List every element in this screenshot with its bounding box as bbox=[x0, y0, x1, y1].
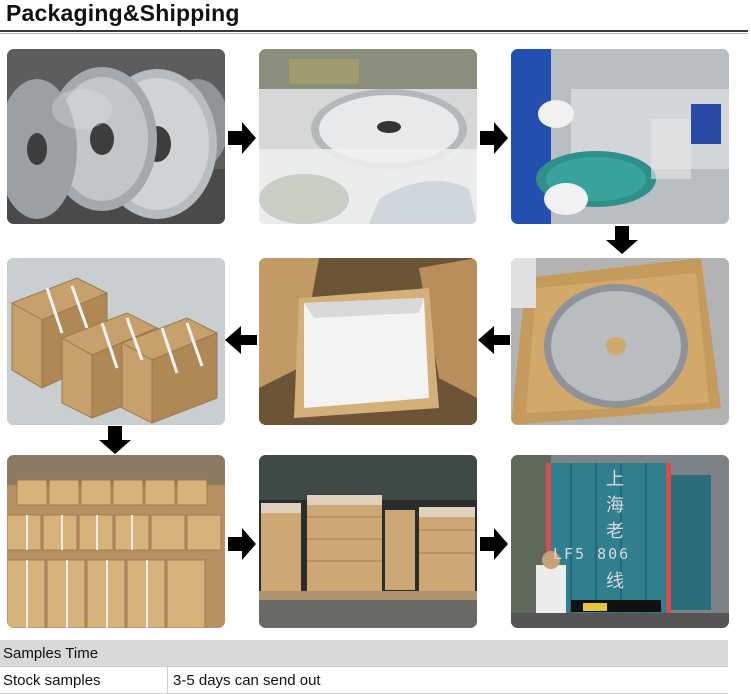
arrow-right-icon bbox=[228, 122, 256, 154]
blade-rolls-photo bbox=[7, 49, 225, 224]
container-marking-char-1: 上 bbox=[606, 469, 624, 490]
stock-samples-label: Stock samples bbox=[3, 672, 101, 689]
container-marking-code: LF5 806 bbox=[553, 545, 631, 563]
section-title: Packaging&Shipping bbox=[6, 0, 240, 26]
blade-in-carton-photo bbox=[511, 258, 729, 425]
arrow-right-icon bbox=[480, 122, 508, 154]
title-divider bbox=[0, 30, 748, 32]
table-header-label: Samples Time bbox=[3, 645, 99, 662]
table-header-row: Samples Time bbox=[0, 640, 728, 667]
container-marking-char-4: 线 bbox=[606, 571, 624, 592]
strapped-cartons-photo bbox=[7, 258, 225, 425]
arrow-down-icon bbox=[99, 426, 131, 454]
pallets-photo bbox=[259, 455, 477, 628]
blade-inspection-photo bbox=[511, 49, 729, 224]
arrow-left-icon bbox=[478, 326, 510, 354]
arrow-down-icon bbox=[606, 226, 638, 254]
container-truck-photo: 上 海 老 LF5 806 线 bbox=[511, 455, 729, 628]
column-divider bbox=[167, 667, 168, 693]
container-marking-char-2: 海 bbox=[606, 495, 624, 516]
arrow-right-icon bbox=[228, 528, 256, 560]
title-divider-shadow bbox=[0, 33, 748, 34]
stacked-cartons-photo bbox=[7, 455, 225, 628]
stock-samples-value: 3-5 days can send out bbox=[173, 672, 321, 689]
arrow-right-icon bbox=[480, 528, 508, 560]
samples-time-table: Samples Time Stock samples 3-5 days can … bbox=[0, 640, 728, 694]
arrow-left-icon bbox=[225, 326, 257, 354]
container-marking-char-3: 老 bbox=[606, 521, 624, 542]
empty-carton-photo bbox=[259, 258, 477, 425]
blade-bubble-wrap-photo bbox=[259, 49, 477, 224]
